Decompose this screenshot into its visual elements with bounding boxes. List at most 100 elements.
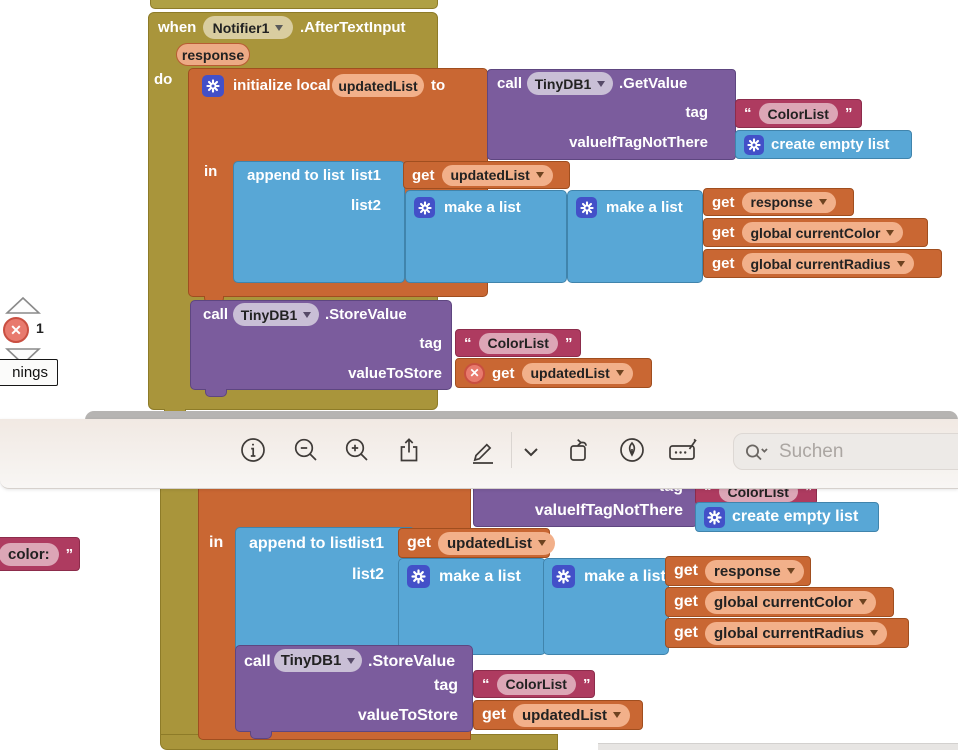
component-dropdown[interactable]: TinyDB1: [274, 649, 362, 672]
list2-label: list2: [351, 197, 382, 214]
variable-pill[interactable]: updatedList: [332, 74, 424, 97]
get-variable-block[interactable]: get global currentColor: [703, 218, 928, 247]
quote-mark: “: [482, 675, 490, 693]
variable-dropdown[interactable]: response: [741, 191, 836, 213]
gear-mutator-icon[interactable]: [576, 197, 597, 218]
search-field[interactable]: [733, 433, 958, 470]
variable-dropdown[interactable]: updatedList: [441, 164, 553, 186]
quote-mark: “: [744, 105, 752, 122]
append-to-list-block-bottom[interactable]: [235, 527, 415, 655]
error-count: 1: [36, 320, 44, 336]
chevron-down-icon: [535, 172, 544, 178]
create-empty-list-block-bottom[interactable]: create empty list: [695, 502, 879, 532]
in-label: in: [209, 534, 224, 551]
make-a-list-block[interactable]: make a list: [405, 190, 567, 283]
rotate-icon[interactable]: [566, 436, 594, 464]
get-label: get: [674, 562, 698, 579]
get-variable-block[interactable]: get response: [703, 188, 854, 216]
initialize-local-label: initialize local: [233, 77, 331, 94]
gear-mutator-icon[interactable]: [407, 565, 430, 588]
block-fragment-top[interactable]: [150, 0, 438, 9]
text-colorlist-block[interactable]: “ ColorList ”: [455, 329, 581, 357]
component-dropdown[interactable]: TinyDB1: [233, 303, 319, 326]
search-input[interactable]: [777, 439, 941, 464]
info-icon[interactable]: [239, 436, 267, 464]
quote-mark: ”: [65, 545, 74, 563]
get-variable-block-bottom[interactable]: get updatedList: [473, 700, 643, 730]
chevron-down-icon: [886, 229, 895, 236]
string-pill: color:: [0, 542, 59, 566]
get-variable-block-bottom[interactable]: get global currentRadius: [665, 618, 909, 648]
get-variable-block-bottom[interactable]: get response: [665, 556, 811, 586]
chevron-down-icon: [538, 540, 546, 546]
do-label: do: [154, 71, 173, 88]
create-empty-list-block[interactable]: create empty list: [735, 130, 912, 159]
scroll-down-arrow[interactable]: [4, 347, 42, 371]
variable-dropdown[interactable]: global currentRadius: [741, 253, 914, 274]
chevron-down-icon: [896, 260, 905, 267]
chevron-down-icon: [613, 712, 621, 718]
append-to-list-label: append to list: [249, 535, 353, 552]
quote-mark: “: [704, 483, 712, 500]
gear-mutator-icon[interactable]: [552, 565, 575, 588]
make-a-list-block-bottom[interactable]: make a list: [543, 558, 669, 655]
error-count-badge[interactable]: ✕: [3, 317, 29, 343]
component-dropdown[interactable]: TinyDB1: [527, 72, 613, 95]
quote-mark: ”: [804, 483, 813, 500]
make-a-list-block[interactable]: make a list: [567, 190, 703, 283]
share-icon[interactable]: [395, 436, 423, 464]
variable-dropdown[interactable]: global currentColor: [705, 590, 877, 614]
make-a-list-block-bottom[interactable]: make a list: [398, 558, 546, 655]
get-variable-block-error[interactable]: ✕ get updatedList: [455, 358, 652, 388]
chevron-down-icon: [303, 311, 312, 318]
get-variable-block-bottom[interactable]: get updatedList: [398, 528, 555, 558]
variable-dropdown[interactable]: updatedList: [438, 531, 555, 555]
text-colorlist-block-bottom[interactable]: “ ColorList ”: [473, 670, 595, 698]
value-to-store-label: valueToStore: [348, 365, 442, 382]
gear-mutator-icon[interactable]: [414, 197, 435, 218]
variable-dropdown[interactable]: updatedList: [521, 362, 633, 384]
list2-label: list2: [352, 566, 385, 583]
text-colorlist-block[interactable]: “ ColorList ”: [735, 99, 862, 128]
gear-mutator-icon[interactable]: [202, 75, 224, 97]
component-dropdown[interactable]: Notifier1: [203, 16, 293, 39]
gear-mutator-icon[interactable]: [744, 134, 764, 155]
variable-dropdown[interactable]: global currentRadius: [705, 621, 888, 645]
param-response-pill[interactable]: response: [176, 43, 250, 66]
chevron-down-icon: [859, 599, 868, 605]
append-to-list-block[interactable]: [233, 161, 405, 283]
make-a-list-label: make a list: [584, 568, 666, 585]
get-variable-block[interactable]: get global currentRadius: [703, 249, 942, 278]
get-variable-block[interactable]: get updatedList: [403, 161, 570, 189]
markup-icon[interactable]: [469, 436, 497, 464]
clipped-string-block[interactable]: color: ”: [0, 537, 80, 571]
quote-mark: ”: [564, 334, 573, 352]
warnings-toggle-button[interactable]: nings: [0, 359, 58, 386]
get-label: get: [674, 624, 698, 641]
gear-mutator-icon[interactable]: [704, 506, 725, 528]
variable-dropdown[interactable]: global currentColor: [741, 222, 904, 243]
zoom-in-icon[interactable]: [343, 436, 371, 464]
chevron-down-icon[interactable]: [523, 445, 539, 457]
get-variable-block-bottom[interactable]: get global currentColor: [665, 587, 894, 617]
annotate-icon[interactable]: [668, 436, 699, 464]
chevron-down-icon: [597, 80, 606, 87]
variable-dropdown[interactable]: response: [705, 559, 804, 583]
chevron-down-icon: [347, 657, 356, 664]
scroll-up-arrow[interactable]: [4, 296, 42, 320]
tag-label: tag: [434, 677, 458, 694]
when-label: when: [158, 19, 197, 36]
get-label: get: [482, 706, 506, 723]
get-label: get: [407, 534, 431, 551]
value-if-tag-label: valueIfTagNotThere: [534, 502, 683, 519]
value-if-tag-label: valueIfTagNotThere: [569, 134, 708, 151]
variable-dropdown[interactable]: updatedList: [513, 703, 630, 727]
when-event-block-bottom-left-edge[interactable]: [160, 488, 199, 742]
block-connector-tab: [250, 731, 272, 739]
method-name: .GetValue: [619, 75, 688, 92]
zoom-out-icon[interactable]: [292, 436, 320, 464]
draw-icon[interactable]: [618, 436, 646, 464]
list1-label: list1: [351, 167, 382, 184]
chevron-down-icon: [818, 199, 827, 205]
